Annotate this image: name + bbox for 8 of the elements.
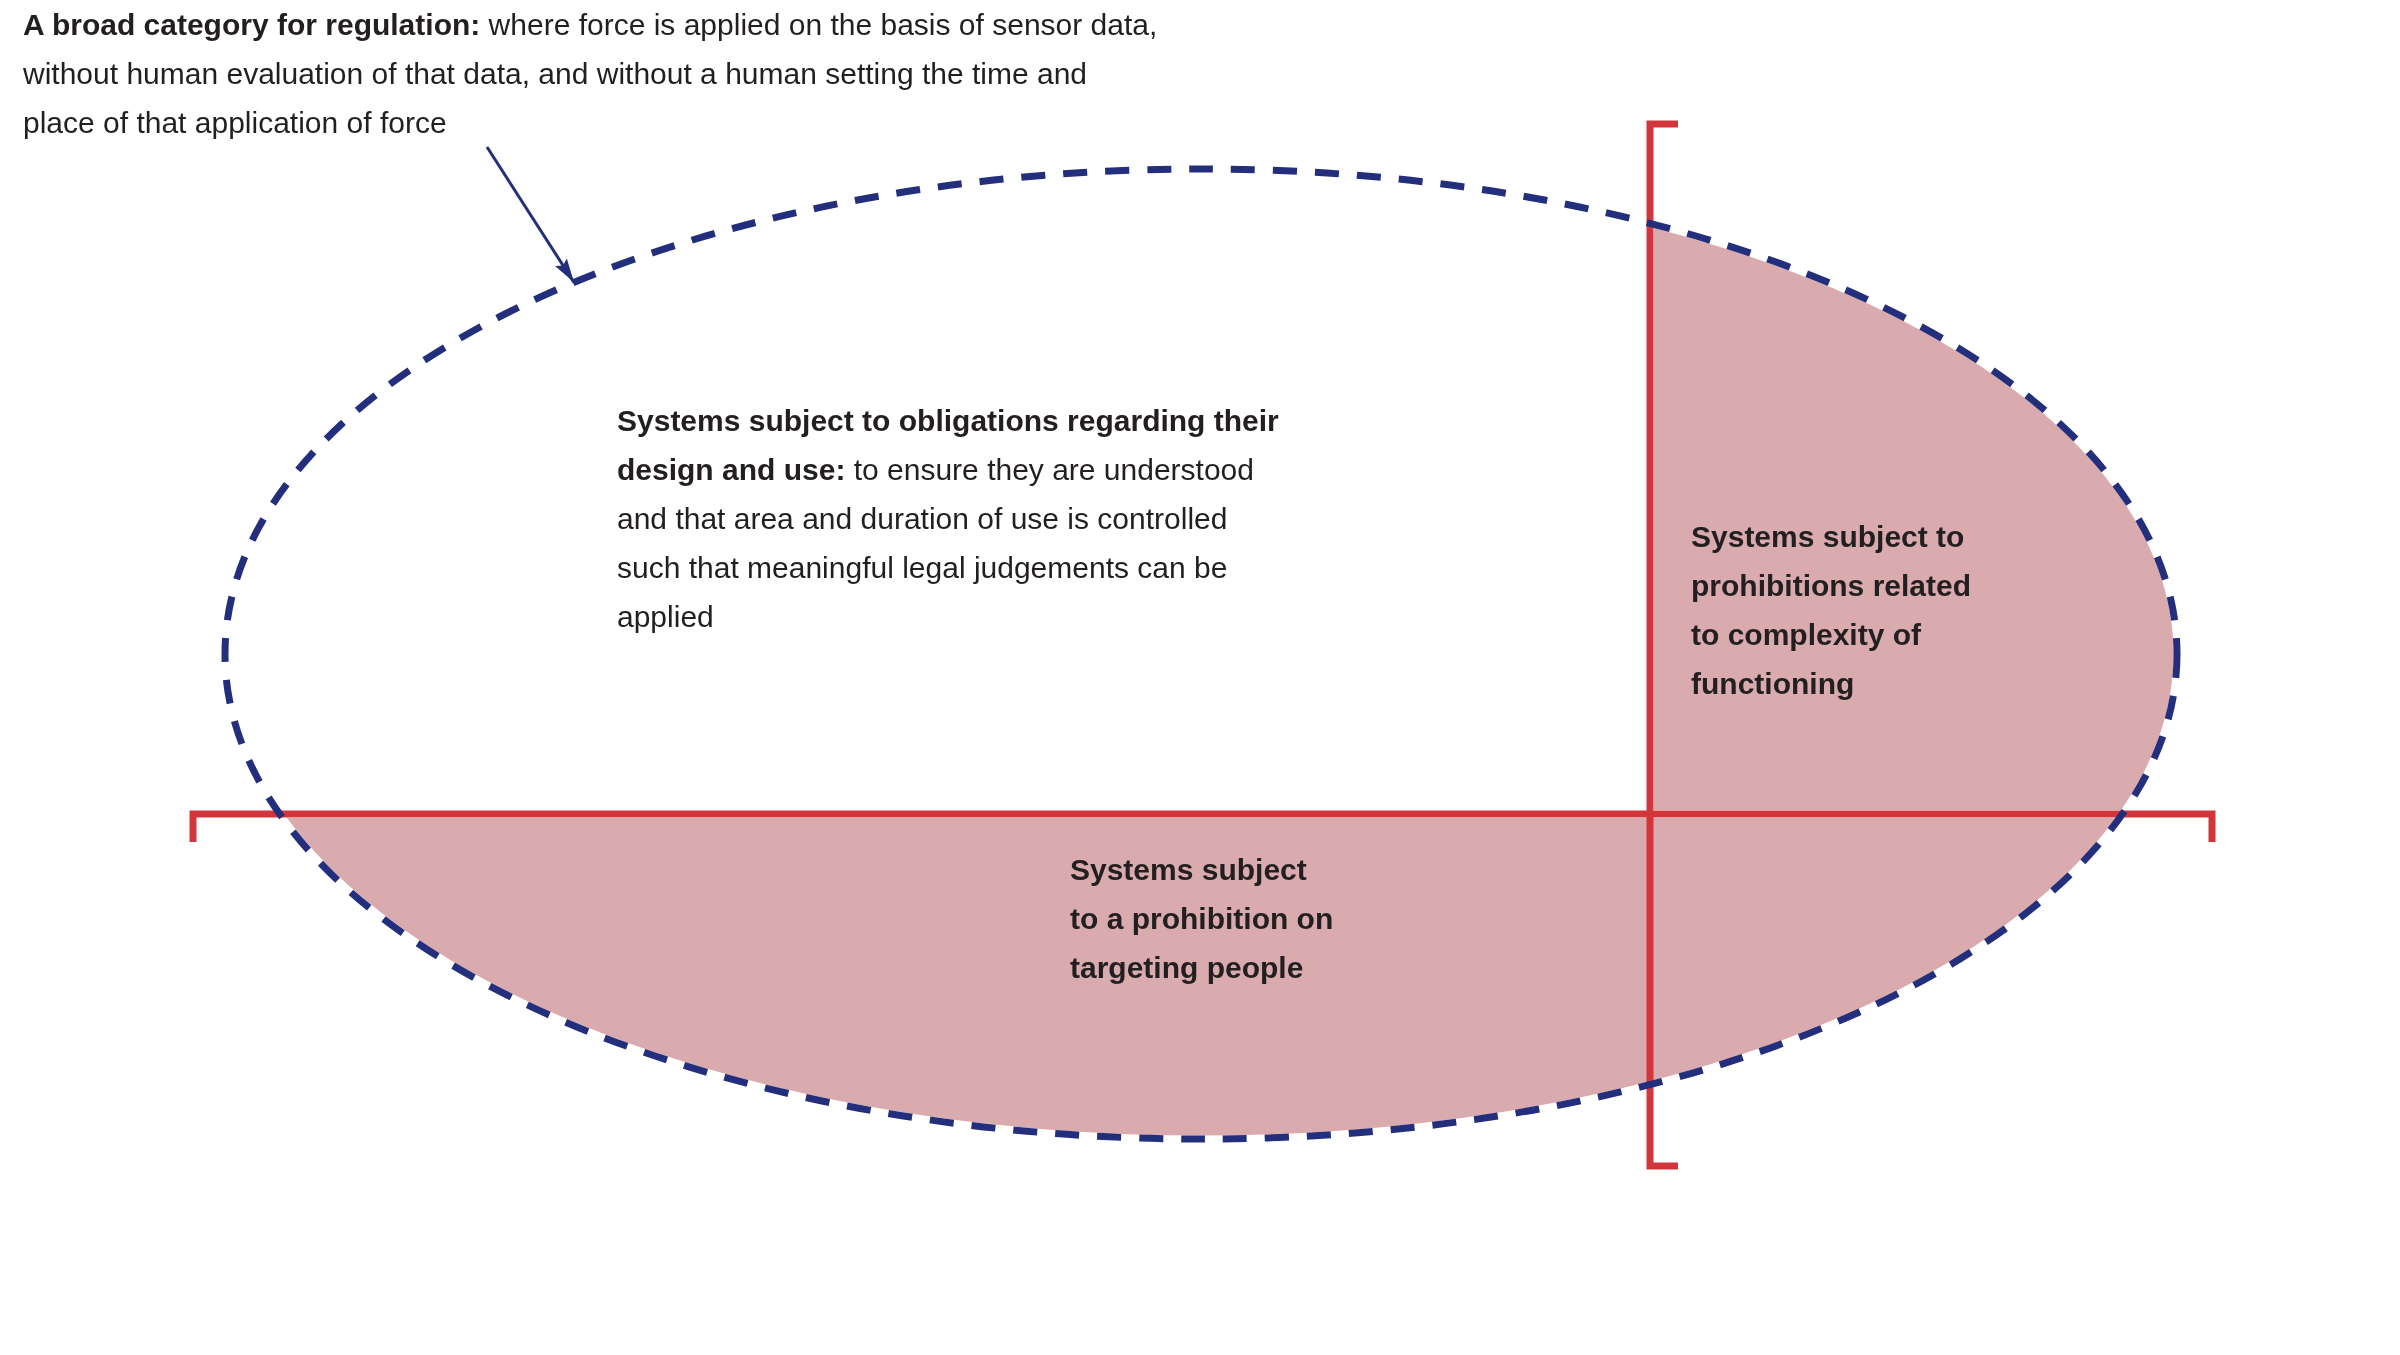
region-description: Systems subject to obligations regarding their design and use: to ensure they are understood and that area and duration of use is controlled such that meaningful legal judgements can be applied — [617, 403, 1280, 635]
leader-arrow — [485, 146, 576, 284]
annotation-text: A broad category for regulation: where force is applied on the basis of sensor data, without human evaluation of that data, and without a human setting the time and place of that application of force — [23, 0, 1160, 147]
dashed-ellipse — [220, 164, 2182, 1144]
shaded-region — [286, 818, 2116, 1136]
shaded-region — [1654, 227, 2174, 810]
region-label: Systems subject to a prohibition on targeting people — [1070, 852, 1335, 986]
region-label: Systems subject to prohibitions related to complexity of functioning — [1691, 519, 1973, 702]
